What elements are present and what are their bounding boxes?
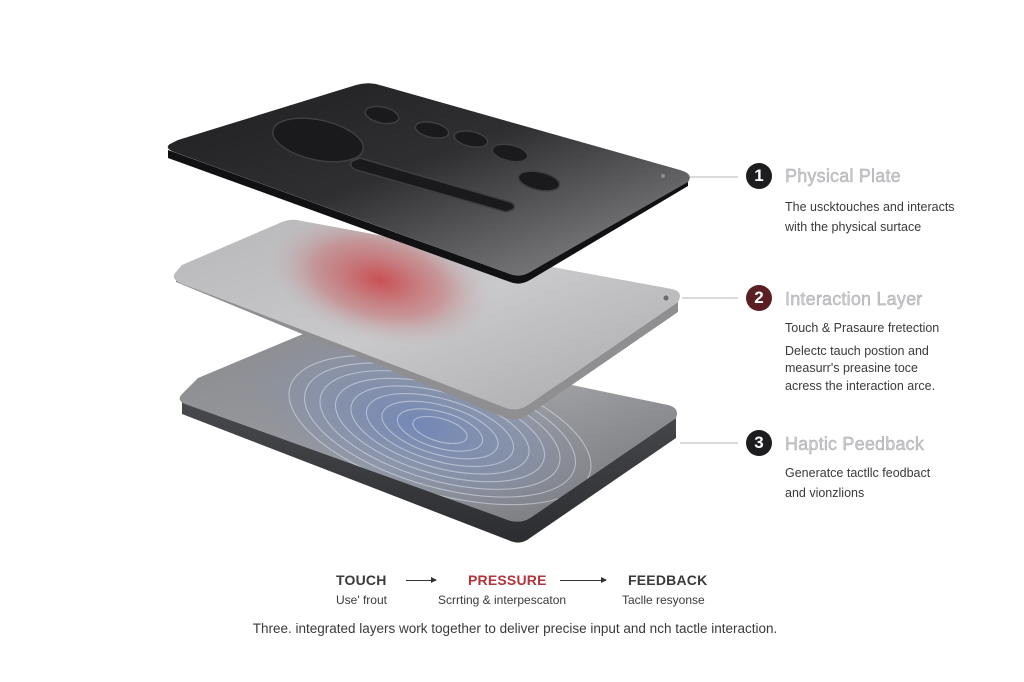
haptic-ripple-ring xyxy=(396,408,484,452)
flow-step-touch-label: TOUCH xyxy=(336,572,387,588)
layer-1-description-line-1: The usсktouches and interacts xyxy=(785,200,955,214)
layer-1-number-badge: 1 xyxy=(746,163,772,189)
flow-step-feedback-label: FEEDBACK xyxy=(628,572,708,588)
flow-step-pressure-label: PRESSURE xyxy=(468,572,547,588)
haptic-ripple-ring xyxy=(365,393,515,467)
flow-arrow-2 xyxy=(560,577,607,583)
leader-lines xyxy=(680,176,738,444)
layer-2-description-line-3: acress the interaction arce. xyxy=(785,379,936,393)
flow-step-touch-sub: Use' frout xyxy=(336,593,387,607)
layer-2-number-badge: 2 xyxy=(746,285,772,311)
layer-3-description-line-2: and vionzlions xyxy=(785,486,865,500)
haptic-ripple-ring xyxy=(412,415,468,445)
flow-arrow-1 xyxy=(406,577,437,583)
physical-plate-slab xyxy=(167,83,690,284)
flow-step-pressure-sub: Scrrting & interpescaton xyxy=(438,593,567,607)
layer-2-subtitle: Touch & Prasaure fretection xyxy=(785,321,940,335)
layer-2-title: Interaction Layer xyxy=(785,289,923,309)
layer-2-description-line-1: Delectc tauch postion and xyxy=(785,344,929,358)
layer-2-description-line-2: measurr's preasine toce xyxy=(785,361,919,375)
layer-3-title: Haptic Peedback xyxy=(785,434,925,454)
layer-1-description-line-2: with the physical surtace xyxy=(785,220,922,234)
layer-3-number-badge: 3 xyxy=(746,430,772,456)
diagram-caption: Three. integrated layers work together t… xyxy=(252,621,778,636)
flow-step-feedback-sub: Taclle resyonse xyxy=(622,593,705,607)
layer-1-title: Physical Plate xyxy=(785,166,901,186)
layer-3-description-line-1: Generatce tactllc feodbact xyxy=(785,466,931,480)
haptic-ripple-ring xyxy=(381,400,499,460)
